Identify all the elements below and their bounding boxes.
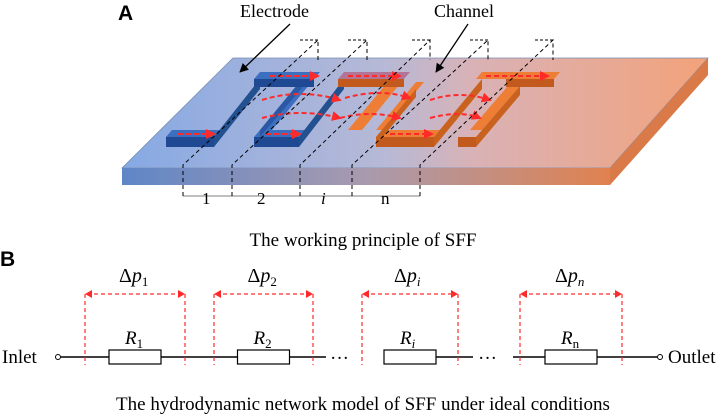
panel-b-letter: B (0, 248, 15, 271)
bracket-head-right-3 (451, 290, 458, 298)
resistor-label-2: R2 (253, 328, 272, 351)
channel-label: Channel (434, 1, 494, 21)
bracket-head-right-4 (615, 290, 622, 298)
pressure-drop-label-1: Δp1 (119, 265, 148, 289)
segment-label-i: i (321, 189, 326, 208)
segment-label-1: 1 (202, 189, 211, 208)
electrode-label: Electrode (240, 1, 309, 21)
inlet-label: Inlet (2, 347, 38, 368)
panel-a-caption: The working principle of SFF (250, 230, 477, 251)
pressure-drop-label-2: Δp2 (248, 265, 277, 289)
flow-arrows (178, 71, 550, 139)
bracket-head-right-1 (178, 290, 185, 298)
ellipsis-2: ··· (478, 348, 497, 369)
channel-pointer (435, 23, 469, 73)
electrode-pointer (239, 23, 291, 73)
resistor-label-3: Ri (399, 328, 416, 351)
pressure-drop-label-3: Δpi (394, 265, 421, 289)
substrate (121, 57, 709, 185)
inlet-terminal (55, 354, 61, 360)
bracket-head-left-4 (520, 290, 527, 298)
panel-b-caption: The hydrodynamic network model of SFF un… (116, 394, 610, 415)
panel-a-letter: A (118, 2, 133, 25)
resistor-label-4: Rn (560, 328, 580, 351)
resistor-2 (236, 349, 291, 365)
bracket-head-left-2 (214, 290, 221, 298)
resistor-1 (108, 349, 162, 365)
outlet-terminal (657, 354, 663, 360)
pressure-drop-label-4: Δpn (555, 265, 584, 289)
resistor-4 (544, 349, 598, 365)
bracket-head-left-1 (85, 290, 92, 298)
ellipsis-1: ··· (330, 348, 349, 369)
electrode-channel (166, 72, 350, 147)
bracket-head-right-2 (306, 290, 313, 298)
segment-label-n: n (381, 189, 390, 208)
bracket-head-left-3 (362, 290, 369, 298)
outlet-label: Outlet (668, 347, 716, 368)
resistor-label-1: R1 (124, 328, 143, 351)
segment-label-2: 2 (257, 189, 266, 208)
segment-boundaries (182, 38, 554, 196)
resistor-3 (383, 349, 437, 365)
